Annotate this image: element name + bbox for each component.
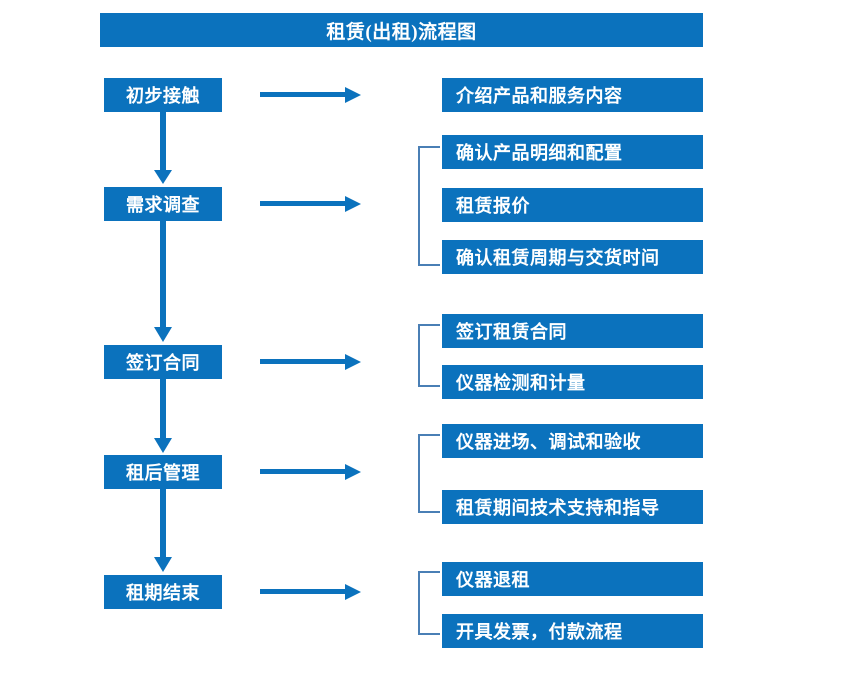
detail-box-6[interactable]: 仪器检测和计量 [442,365,703,399]
horizontal-arrow-3 [260,354,361,370]
bracket-group-5 [418,571,440,635]
stage-box-3[interactable]: 签订合同 [104,345,222,379]
bracket-group-2 [418,146,440,266]
vertical-arrow-3 [154,379,172,453]
vertical-arrow-2 [154,221,172,342]
detail-box-10[interactable]: 开具发票，付款流程 [442,614,703,648]
detail-box-8[interactable]: 租赁期间技术支持和指导 [442,490,703,524]
detail-box-4[interactable]: 确认租赁周期与交货时间 [442,240,703,274]
detail-box-9[interactable]: 仪器退租 [442,562,703,596]
bracket-group-3 [418,324,440,387]
detail-box-3[interactable]: 租赁报价 [442,188,703,222]
stage-box-1[interactable]: 初步接触 [104,78,222,112]
bracket-group-4 [418,434,440,513]
horizontal-arrow-1 [260,87,361,103]
vertical-arrow-4 [154,489,172,572]
detail-box-1[interactable]: 介绍产品和服务内容 [442,78,703,112]
horizontal-arrow-4 [260,464,361,480]
horizontal-arrow-2 [260,196,361,212]
stage-box-4[interactable]: 租后管理 [104,455,222,489]
horizontal-arrow-5 [260,584,361,600]
stage-box-5[interactable]: 租期结束 [104,575,222,609]
stage-box-2[interactable]: 需求调查 [104,187,222,221]
detail-box-5[interactable]: 签订租赁合同 [442,314,703,348]
diagram-title: 租赁(出租)流程图 [100,13,703,47]
vertical-arrow-1 [154,112,172,184]
detail-box-7[interactable]: 仪器进场、调试和验收 [442,424,703,458]
detail-box-2[interactable]: 确认产品明细和配置 [442,135,703,169]
